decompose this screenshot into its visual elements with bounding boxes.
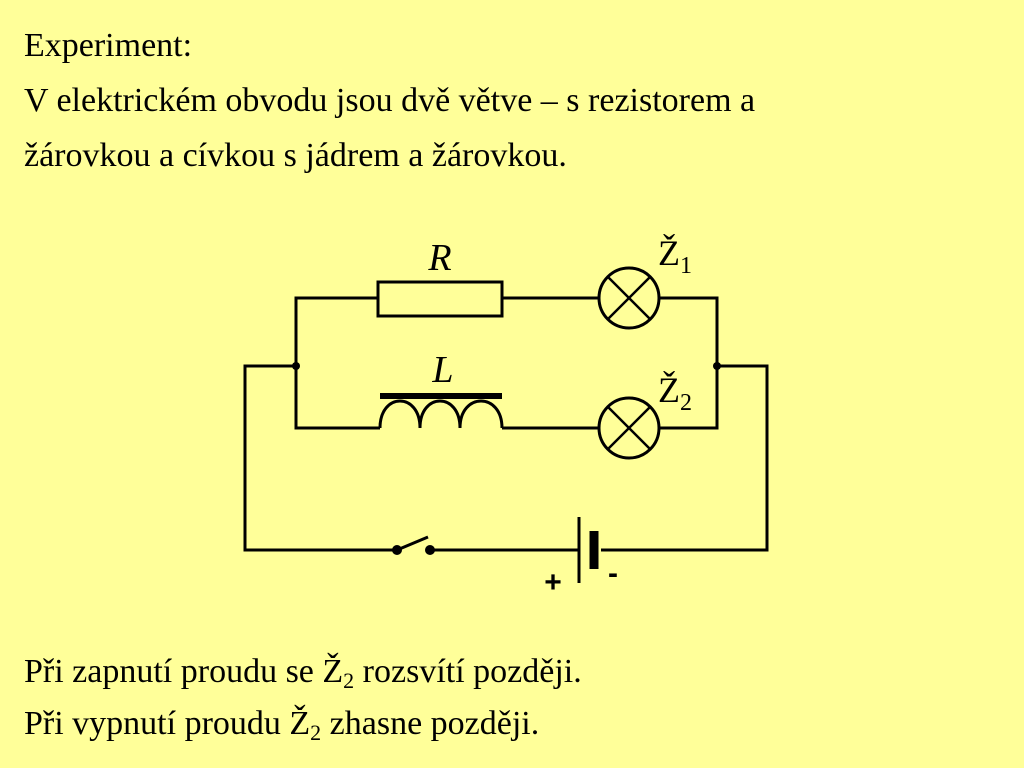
resistor (376, 280, 504, 318)
bulb-1 (597, 266, 661, 330)
bulb-1-cross-b (607, 276, 651, 320)
heading: Experiment: (24, 27, 193, 64)
switch-contact-right (425, 545, 435, 555)
bulb-2 (597, 396, 661, 460)
observation-2-text: Při vypnutí proudu Ž (24, 705, 311, 742)
battery-plus-sign: + (544, 566, 562, 599)
wire-outer-right (601, 364, 769, 552)
wire-top-left (294, 296, 380, 430)
observation-2-subscript: 2 (310, 720, 322, 745)
observation-1-tail: rozsvítí později. (354, 653, 582, 690)
junction-left (292, 362, 300, 370)
inductor (378, 393, 504, 429)
wire-outer-left (243, 364, 397, 552)
inductor-coil (378, 399, 504, 429)
bulb-2-label: Ž2 (658, 370, 692, 416)
observation-1-text: Při zapnutí proudu se Ž (24, 653, 344, 690)
battery-minus-sign: - (608, 557, 618, 590)
description-line-1: V elektrickém obvodu jsou dvě větve – s … (24, 82, 756, 119)
description-line-2: žárovkou a cívkou s jádrem a žárovkou. (24, 137, 567, 174)
observation-switch-off: Při vypnutí proudu Ž2 zhasne později. (24, 704, 539, 744)
circuit-wires (243, 296, 769, 552)
junction-right (713, 362, 721, 370)
observation-switch-on: Při zapnutí proudu se Ž2 rozsvítí pozděj… (24, 652, 582, 692)
inductor-label: L (431, 349, 453, 391)
switch (392, 535, 435, 555)
bulb-1-label: Ž1 (658, 233, 692, 279)
observation-2-tail: zhasne později. (321, 705, 540, 742)
observation-1-subscript: 2 (343, 668, 355, 693)
battery (577, 517, 599, 583)
resistor-label: R (427, 237, 451, 279)
bulb-2-cross-b (607, 406, 651, 450)
switch-lever (396, 535, 429, 552)
